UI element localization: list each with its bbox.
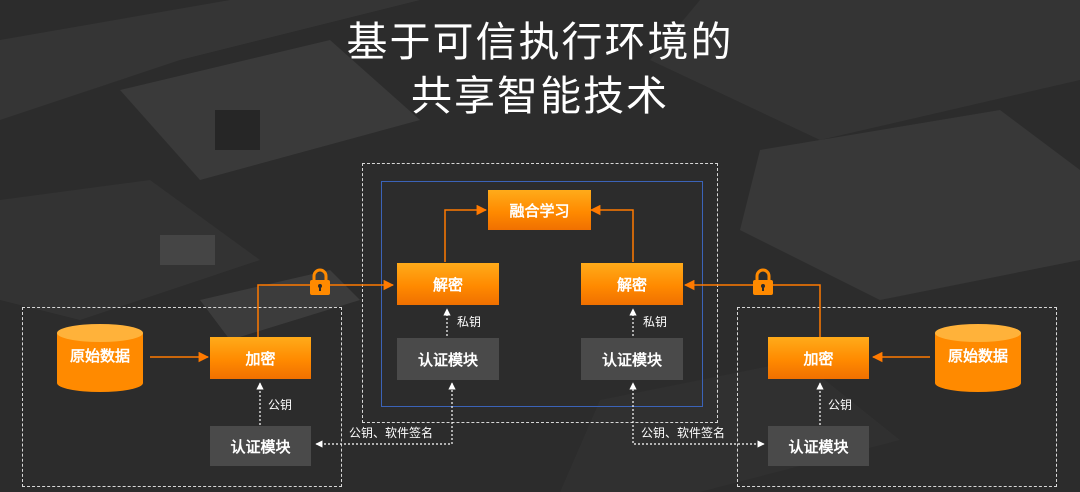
tee-outer-group — [362, 163, 718, 423]
auth-module-right: 认证模块 — [768, 426, 869, 466]
lock-icon — [310, 268, 330, 295]
encrypt-left-box: 加密 — [210, 337, 311, 379]
public-key-right-label: 公钥 — [828, 398, 853, 412]
database-icon — [935, 324, 1021, 392]
public-key-left-label: 公钥 — [268, 398, 293, 412]
raw-data-right-label: 原始数据 — [947, 347, 1008, 365]
auth-module-center-left: 认证模块 — [397, 338, 499, 380]
raw-data-left: 原始数据 — [55, 323, 145, 393]
tee-enclave-box — [381, 181, 703, 407]
auth-module-left: 认证模块 — [210, 426, 311, 466]
raw-data-left-label: 原始数据 — [69, 347, 130, 365]
left-link-label: 公钥、软件签名 — [349, 426, 434, 440]
private-key-left-label: 私钥 — [457, 315, 482, 329]
title-line-2: 共享智能技术 — [411, 72, 669, 120]
lock-icon — [753, 268, 773, 295]
decrypt-left-box: 解密 — [397, 263, 499, 305]
right-link-label: 公钥、软件签名 — [641, 426, 726, 440]
encrypt-right-box: 加密 — [768, 337, 869, 379]
database-icon — [57, 324, 143, 392]
title-line-1: 基于可信执行环境的 — [346, 18, 734, 66]
fusion-learning-box: 融合学习 — [488, 190, 591, 230]
private-key-right-label: 私钥 — [643, 315, 668, 329]
auth-module-center-right: 认证模块 — [581, 338, 683, 380]
raw-data-right: 原始数据 — [933, 323, 1023, 393]
decrypt-right-box: 解密 — [581, 263, 683, 305]
